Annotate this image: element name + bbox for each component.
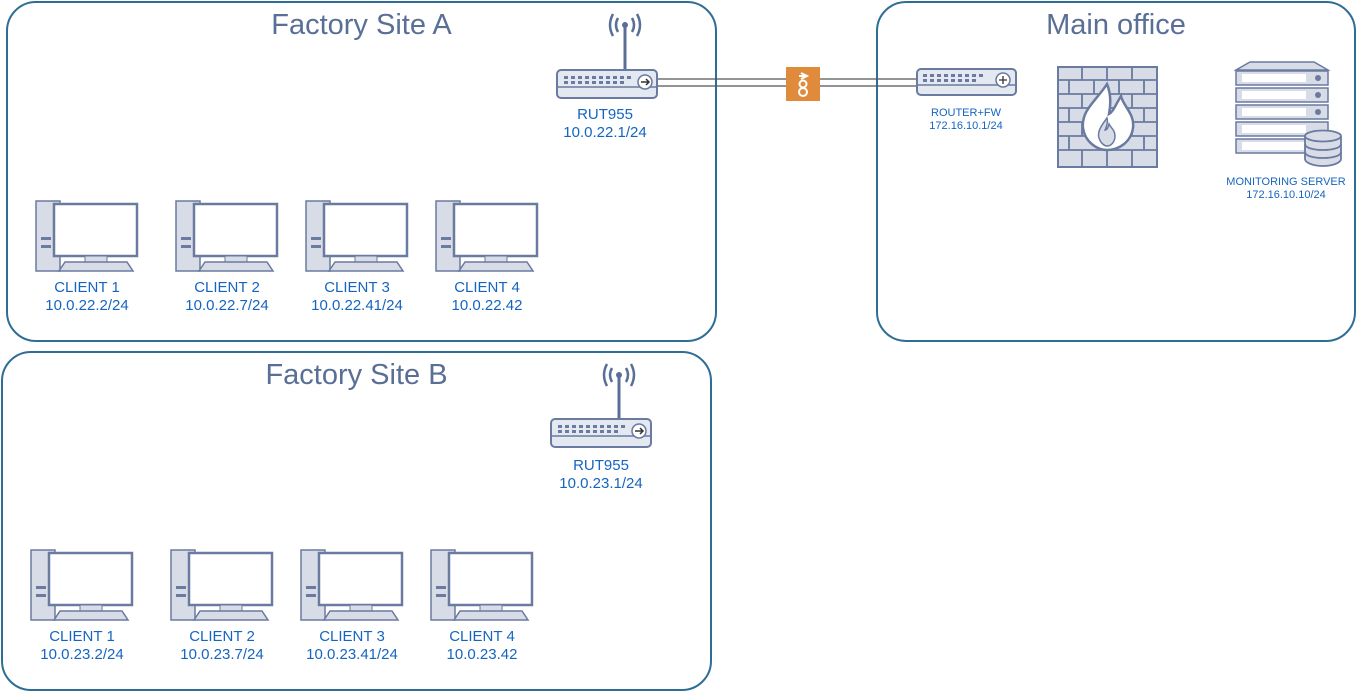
router-fw-label: ROUTER+FW 172.16.10.1/24 xyxy=(906,107,1026,133)
computer-icon[interactable] xyxy=(435,199,539,274)
computer-icon[interactable] xyxy=(30,548,134,623)
main-office-title: Main office xyxy=(1046,9,1186,41)
client-label: CLIENT 1 10.0.23.2/24 xyxy=(22,628,142,664)
client-name: CLIENT 1 xyxy=(54,279,120,296)
router-icon[interactable] xyxy=(550,418,652,448)
client-label: CLIENT 3 10.0.23.41/24 xyxy=(292,628,412,664)
main-office-container: Main office xyxy=(876,1,1356,342)
vpn-tunnel-icon xyxy=(786,67,820,101)
wifi-antenna-icon xyxy=(599,361,639,423)
client-ip: 10.0.22.7/24 xyxy=(185,297,269,314)
router-b-name: RUT955 xyxy=(573,457,629,474)
server-ip: 172.16.10.10/24 xyxy=(1246,189,1326,202)
computer-icon[interactable] xyxy=(170,548,274,623)
client-label: CLIENT 4 10.0.23.42 xyxy=(422,628,542,664)
router-icon[interactable] xyxy=(916,68,1017,96)
router-a-ip: 10.0.22.1/24 xyxy=(563,124,647,141)
client-name: CLIENT 2 xyxy=(189,628,255,645)
client-label: CLIENT 3 10.0.22.41/24 xyxy=(297,279,417,315)
client-label: CLIENT 2 10.0.22.7/24 xyxy=(167,279,287,315)
computer-icon[interactable] xyxy=(175,199,279,274)
router-b-ip: 10.0.23.1/24 xyxy=(559,475,643,492)
client-ip: 10.0.22.2/24 xyxy=(45,297,129,314)
client-ip: 10.0.22.42 xyxy=(451,297,523,314)
client-name: CLIENT 3 xyxy=(319,628,385,645)
computer-icon[interactable] xyxy=(35,199,139,274)
router-fw-ip: 172.16.10.1/24 xyxy=(929,120,1003,133)
client-name: CLIENT 4 xyxy=(454,279,520,296)
database-icon xyxy=(1303,129,1343,167)
site-a-title: Factory Site A xyxy=(271,9,452,41)
server-label: MONITORING SERVER 172.16.10.10/24 xyxy=(1218,176,1354,202)
computer-icon[interactable] xyxy=(305,199,409,274)
client-name: CLIENT 2 xyxy=(194,279,260,296)
server-name: MONITORING SERVER xyxy=(1226,176,1346,188)
site-a-container: Factory Site A xyxy=(6,1,717,342)
wifi-antenna-icon xyxy=(605,11,645,73)
client-ip: 10.0.23.2/24 xyxy=(40,646,124,663)
client-ip: 10.0.23.7/24 xyxy=(180,646,264,663)
router-a-label: RUT955 10.0.22.1/24 xyxy=(545,106,665,142)
client-label: CLIENT 1 10.0.22.2/24 xyxy=(27,279,147,315)
server-icon[interactable] xyxy=(1233,60,1344,170)
client-ip: 10.0.23.42 xyxy=(446,646,518,663)
site-b-title: Factory Site B xyxy=(265,359,448,391)
router-a-name: RUT955 xyxy=(577,106,633,123)
computer-icon[interactable] xyxy=(300,548,404,623)
firewall-icon[interactable] xyxy=(1057,66,1158,168)
router-icon[interactable] xyxy=(556,69,658,99)
client-ip: 10.0.22.41/24 xyxy=(311,297,403,314)
client-name: CLIENT 3 xyxy=(324,279,390,296)
client-label: CLIENT 2 10.0.23.7/24 xyxy=(162,628,282,664)
router-b-label: RUT955 10.0.23.1/24 xyxy=(541,457,661,493)
client-name: CLIENT 4 xyxy=(449,628,515,645)
site-b-container: Factory Site B xyxy=(1,351,712,691)
client-name: CLIENT 1 xyxy=(49,628,115,645)
computer-icon[interactable] xyxy=(430,548,534,623)
client-ip: 10.0.23.41/24 xyxy=(306,646,398,663)
router-fw-name: ROUTER+FW xyxy=(931,107,1001,119)
client-label: CLIENT 4 10.0.22.42 xyxy=(427,279,547,315)
